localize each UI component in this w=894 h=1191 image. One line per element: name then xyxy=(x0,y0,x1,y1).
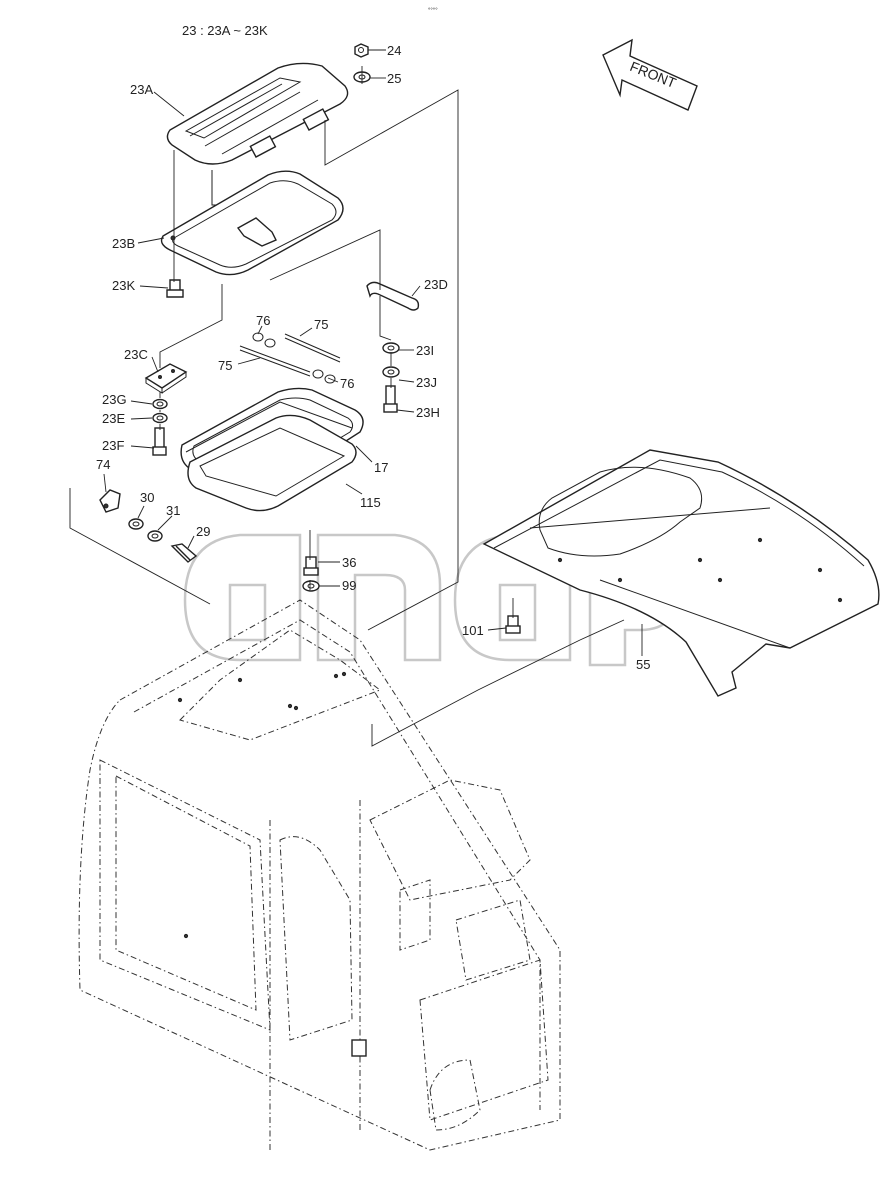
label-23F: 23F xyxy=(102,438,124,453)
nut-24 xyxy=(354,43,369,58)
corner-mark: °°°° xyxy=(428,8,438,14)
label-23B: 23B xyxy=(112,236,135,251)
label-23I: 23I xyxy=(416,343,434,358)
label-55: 55 xyxy=(636,657,650,672)
label-75-lower: 75 xyxy=(218,358,232,373)
roof-panel-55 xyxy=(482,449,880,697)
label-76-lower: 76 xyxy=(340,376,354,391)
label-99: 99 xyxy=(342,578,356,593)
bolt-23F xyxy=(152,427,167,456)
label-23K: 23K xyxy=(112,278,135,293)
label-24: 24 xyxy=(387,43,401,58)
label-30: 30 xyxy=(140,490,154,505)
bolt-36 xyxy=(303,556,319,576)
assembly-lines xyxy=(69,66,625,747)
label-23E: 23E xyxy=(102,411,125,426)
washer-30 xyxy=(128,518,144,530)
bolt-23H xyxy=(383,385,398,413)
ring-76-upper xyxy=(252,332,276,348)
label-31: 31 xyxy=(166,503,180,518)
bolt-101 xyxy=(505,615,521,634)
part-labels: 24 25 23A 23B 23K 23D 23C 76 75 75 76 23… xyxy=(96,43,650,672)
washer-99 xyxy=(302,580,320,592)
seal-115 xyxy=(187,414,357,512)
diagram-title: 23 : 23A ~ 23K xyxy=(182,23,268,38)
label-23C: 23C xyxy=(124,347,148,362)
bracket-74 xyxy=(99,489,121,513)
bracket-23C xyxy=(144,363,188,394)
frame-23B xyxy=(160,170,344,276)
label-23G: 23G xyxy=(102,392,127,407)
label-23D: 23D xyxy=(424,277,448,292)
front-arrow: FRONT xyxy=(602,38,698,111)
hatch-cover-23A xyxy=(166,62,349,206)
label-75-upper: 75 xyxy=(314,317,328,332)
label-23H: 23H xyxy=(416,405,440,420)
rod-75-lower xyxy=(239,345,311,377)
label-17: 17 xyxy=(374,460,388,475)
bolt-23K xyxy=(166,279,184,298)
cab-body xyxy=(78,599,561,1151)
washer-31 xyxy=(147,530,163,542)
label-25: 25 xyxy=(387,71,401,86)
nut-23G xyxy=(152,398,168,410)
label-29: 29 xyxy=(196,524,210,539)
label-101: 101 xyxy=(462,623,484,638)
ring-76-lower xyxy=(312,369,336,384)
rod-75-upper xyxy=(284,333,341,363)
label-74: 74 xyxy=(96,457,110,472)
label-23J: 23J xyxy=(416,375,437,390)
label-115: 115 xyxy=(360,495,381,510)
bolt-29 xyxy=(170,543,198,563)
washer-23E xyxy=(152,412,168,424)
washer-23J xyxy=(382,366,400,378)
handle-23D xyxy=(366,281,420,311)
label-23A: 23A xyxy=(130,82,153,97)
leader-lines xyxy=(103,49,643,656)
label-36: 36 xyxy=(342,555,356,570)
label-76-upper: 76 xyxy=(256,313,270,328)
nut-23I xyxy=(382,342,400,354)
